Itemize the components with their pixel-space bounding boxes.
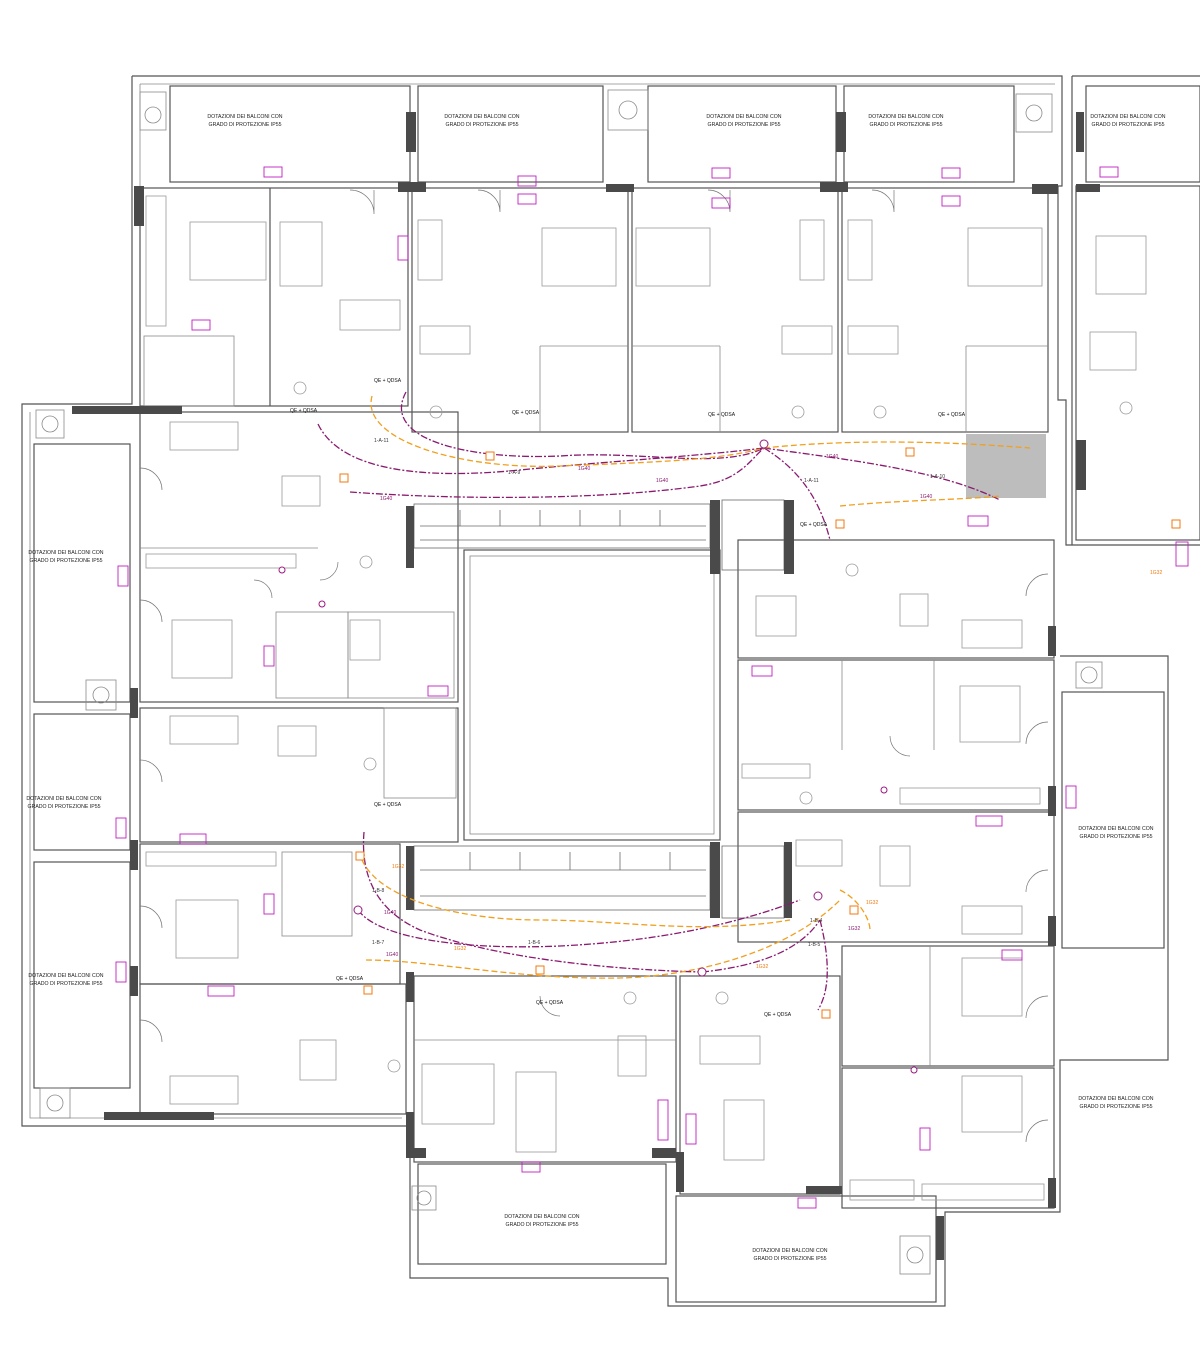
panel-tag: QE + QDSA — [512, 410, 540, 416]
balcony-label-line2: GRADO DI PROTEZIONE IP55 — [708, 122, 781, 128]
panel-tags: QE + QDSA QE + QDSA QE + QDSA QE + QDSA … — [290, 378, 966, 1018]
cable-length: 1G32 — [392, 864, 404, 870]
panel-tag: QE + QDSA — [374, 802, 402, 808]
junction-code: 1-A-9 — [508, 470, 520, 476]
cable-length: 1G40 — [656, 478, 668, 484]
panel-tag: QE + QDSA — [800, 522, 828, 528]
balcony-label-line1: DOTAZIONI DEI BALCONI CON — [28, 973, 103, 979]
junction-code: 1-B-7 — [372, 940, 384, 946]
cable-length: 1G32 — [866, 900, 878, 906]
cable-length: 1G40 — [384, 910, 396, 916]
balcony-label-line2: GRADO DI PROTEZIONE IP55 — [209, 122, 282, 128]
panel-tag: QE + QDSA — [764, 1012, 792, 1018]
junction-codes: 1-A-11 1-A-9 1-A-10 1-A-11 1-B-8 1-B-7 1… — [372, 438, 945, 948]
balcony-label-line1: DOTAZIONI DEI BALCONI CON — [868, 114, 943, 120]
balcony-label-line1: DOTAZIONI DEI BALCONI CON — [444, 114, 519, 120]
balcony-label-line2: GRADO DI PROTEZIONE IP55 — [506, 1222, 579, 1228]
balcony-label-1: DOTAZIONI DEI BALCONI CON GRADO DI PROTE… — [207, 114, 282, 128]
doors — [139, 189, 1049, 1143]
balcony-label-7: DOTAZIONI DEI BALCONI CON GRADO DI PROTE… — [26, 796, 101, 810]
cable-length: 1G40 — [386, 952, 398, 958]
balcony-label-line1: DOTAZIONI DEI BALCONI CON — [26, 796, 101, 802]
plant-icons — [35, 89, 1103, 1275]
balcony-label-10: DOTAZIONI DEI BALCONI CON GRADO DI PROTE… — [504, 1214, 579, 1228]
pillars — [72, 112, 1100, 1260]
balcony-label-line2: GRADO DI PROTEZIONE IP55 — [870, 122, 943, 128]
cable-length: 1G32 — [454, 946, 466, 952]
junction-code: 1-A-11 — [374, 438, 389, 444]
balcony-label-line1: DOTAZIONI DEI BALCONI CON — [1078, 1096, 1153, 1102]
balcony-label-line2: GRADO DI PROTEZIONE IP55 — [754, 1256, 827, 1262]
balcony-label-3: DOTAZIONI DEI BALCONI CON GRADO DI PROTE… — [706, 114, 781, 128]
junction-code: 1-B-5 — [808, 942, 820, 948]
balcony-label-line1: DOTAZIONI DEI BALCONI CON — [1090, 114, 1165, 120]
balcony-label-6: DOTAZIONI DEI BALCONI CON GRADO DI PROTE… — [28, 550, 103, 564]
cable-length: 1G40 — [920, 494, 932, 500]
balcony-label-4: DOTAZIONI DEI BALCONI CON GRADO DI PROTE… — [868, 114, 943, 128]
balcony-label-line1: DOTAZIONI DEI BALCONI CON — [752, 1248, 827, 1254]
junction-devices — [278, 439, 1181, 1074]
junction-code: 1-B-6 — [528, 940, 540, 946]
socket-groups — [115, 166, 1189, 1209]
balcony-label-line2: GRADO DI PROTEZIONE IP55 — [1092, 122, 1165, 128]
panel-tag: QE + QDSA — [536, 1000, 564, 1006]
cable-length: 1G32 — [756, 964, 768, 970]
panel-tag: QE + QDSA — [938, 412, 966, 418]
junction-code: 1-A-11 — [804, 478, 819, 484]
balcony-label-line1: DOTAZIONI DEI BALCONI CON — [207, 114, 282, 120]
balcony-label-line2: GRADO DI PROTEZIONE IP55 — [1080, 834, 1153, 840]
balcony-label-line2: GRADO DI PROTEZIONE IP55 — [28, 804, 101, 810]
cable-length: 1G40 — [380, 496, 392, 502]
balcony-label-line1: DOTAZIONI DEI BALCONI CON — [28, 550, 103, 556]
balcony-label-2: DOTAZIONI DEI BALCONI CON GRADO DI PROTE… — [444, 114, 519, 128]
balcony-label-9: DOTAZIONI DEI BALCONI CON GRADO DI PROTE… — [1078, 826, 1153, 840]
room-walls — [139, 185, 1200, 1209]
panel-tag: QE + QDSA — [290, 408, 318, 414]
balcony-label-line1: DOTAZIONI DEI BALCONI CON — [504, 1214, 579, 1220]
balcony-label-12: DOTAZIONI DEI BALCONI CON GRADO DI PROTE… — [1078, 1096, 1153, 1110]
balcony-label-line2: GRADO DI PROTEZIONE IP55 — [30, 981, 103, 987]
panel-tag: QE + QDSA — [708, 412, 736, 418]
junction-code: 1-B-8 — [372, 888, 384, 894]
staircase-north — [406, 499, 794, 574]
junction-code: 1-A-10 — [930, 474, 945, 480]
shaft — [966, 434, 1046, 498]
balcony-label-line2: GRADO DI PROTEZIONE IP55 — [1080, 1104, 1153, 1110]
balcony-label-line2: GRADO DI PROTEZIONE IP55 — [446, 122, 519, 128]
cable-length: 1G40 — [578, 466, 590, 472]
junction-code: 1-B-4 — [810, 918, 822, 924]
cable-length: 1G32 — [848, 926, 860, 932]
panel-tag: QE + QDSA — [374, 378, 402, 384]
staircase-south — [406, 842, 792, 919]
panel-tag: QE + QDSA — [336, 976, 364, 982]
cable-length: 1G32 — [1150, 570, 1162, 576]
building-outline — [21, 75, 1200, 1307]
cable-length: 1G40 — [826, 454, 838, 460]
balcony-label-line1: DOTAZIONI DEI BALCONI CON — [1078, 826, 1153, 832]
circuit-routes — [317, 391, 1031, 1011]
balcony-label-line1: DOTAZIONI DEI BALCONI CON — [706, 114, 781, 120]
furniture — [145, 195, 1147, 1201]
balcony-label-11: DOTAZIONI DEI BALCONI CON GRADO DI PROTE… — [752, 1248, 827, 1262]
cable-lengths: 1G40 1G40 1G40 1G40 1G32 1G40 1G32 1G40 … — [380, 454, 1162, 970]
balcony-label-5: DOTAZIONI DEI BALCONI CON GRADO DI PROTE… — [1090, 114, 1165, 128]
balcony-label-8: DOTAZIONI DEI BALCONI CON GRADO DI PROTE… — [28, 973, 103, 987]
balcony-label-line2: GRADO DI PROTEZIONE IP55 — [30, 558, 103, 564]
